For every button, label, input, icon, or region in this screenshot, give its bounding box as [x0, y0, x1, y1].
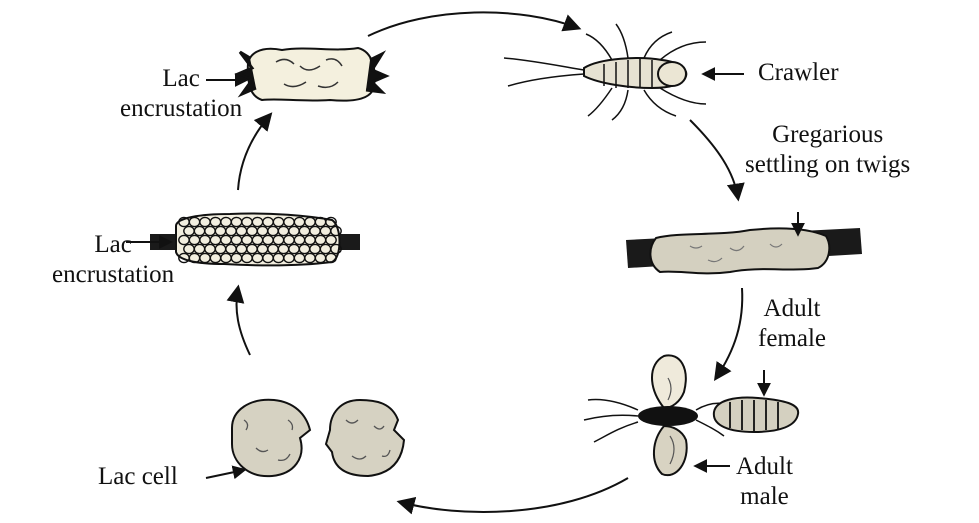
cycle-arrow-lac-cell-to-encrustation	[237, 288, 251, 355]
label-lac-encrustation-left: Lac encrustation	[52, 230, 174, 290]
label-gregarious-settling: Gregarious settling on twigs	[745, 120, 910, 180]
adult-male-drawing	[584, 355, 730, 475]
cycle-arrow-encrustation-to-top	[238, 115, 270, 190]
crawler-drawing	[504, 24, 744, 120]
cycle-arrow-adults-to-lac-cell	[400, 478, 628, 512]
label-adult-male: Adult male	[736, 452, 793, 512]
adult-female-drawing	[714, 370, 798, 432]
settling-on-twig-drawing	[626, 212, 862, 273]
label-crawler: Crawler	[758, 58, 839, 88]
cycle-arrow-encrustation-to-crawler	[368, 12, 578, 36]
label-lac-encrustation-top: Lac encrustation	[120, 64, 242, 124]
lac-cells-drawing	[206, 400, 404, 478]
cycle-arrow-settling-to-adults	[716, 288, 742, 378]
label-lac-cell: Lac cell	[98, 462, 178, 492]
cycle-arrow-crawler-to-settling	[690, 120, 738, 198]
label-adult-female: Adult female	[758, 294, 826, 354]
